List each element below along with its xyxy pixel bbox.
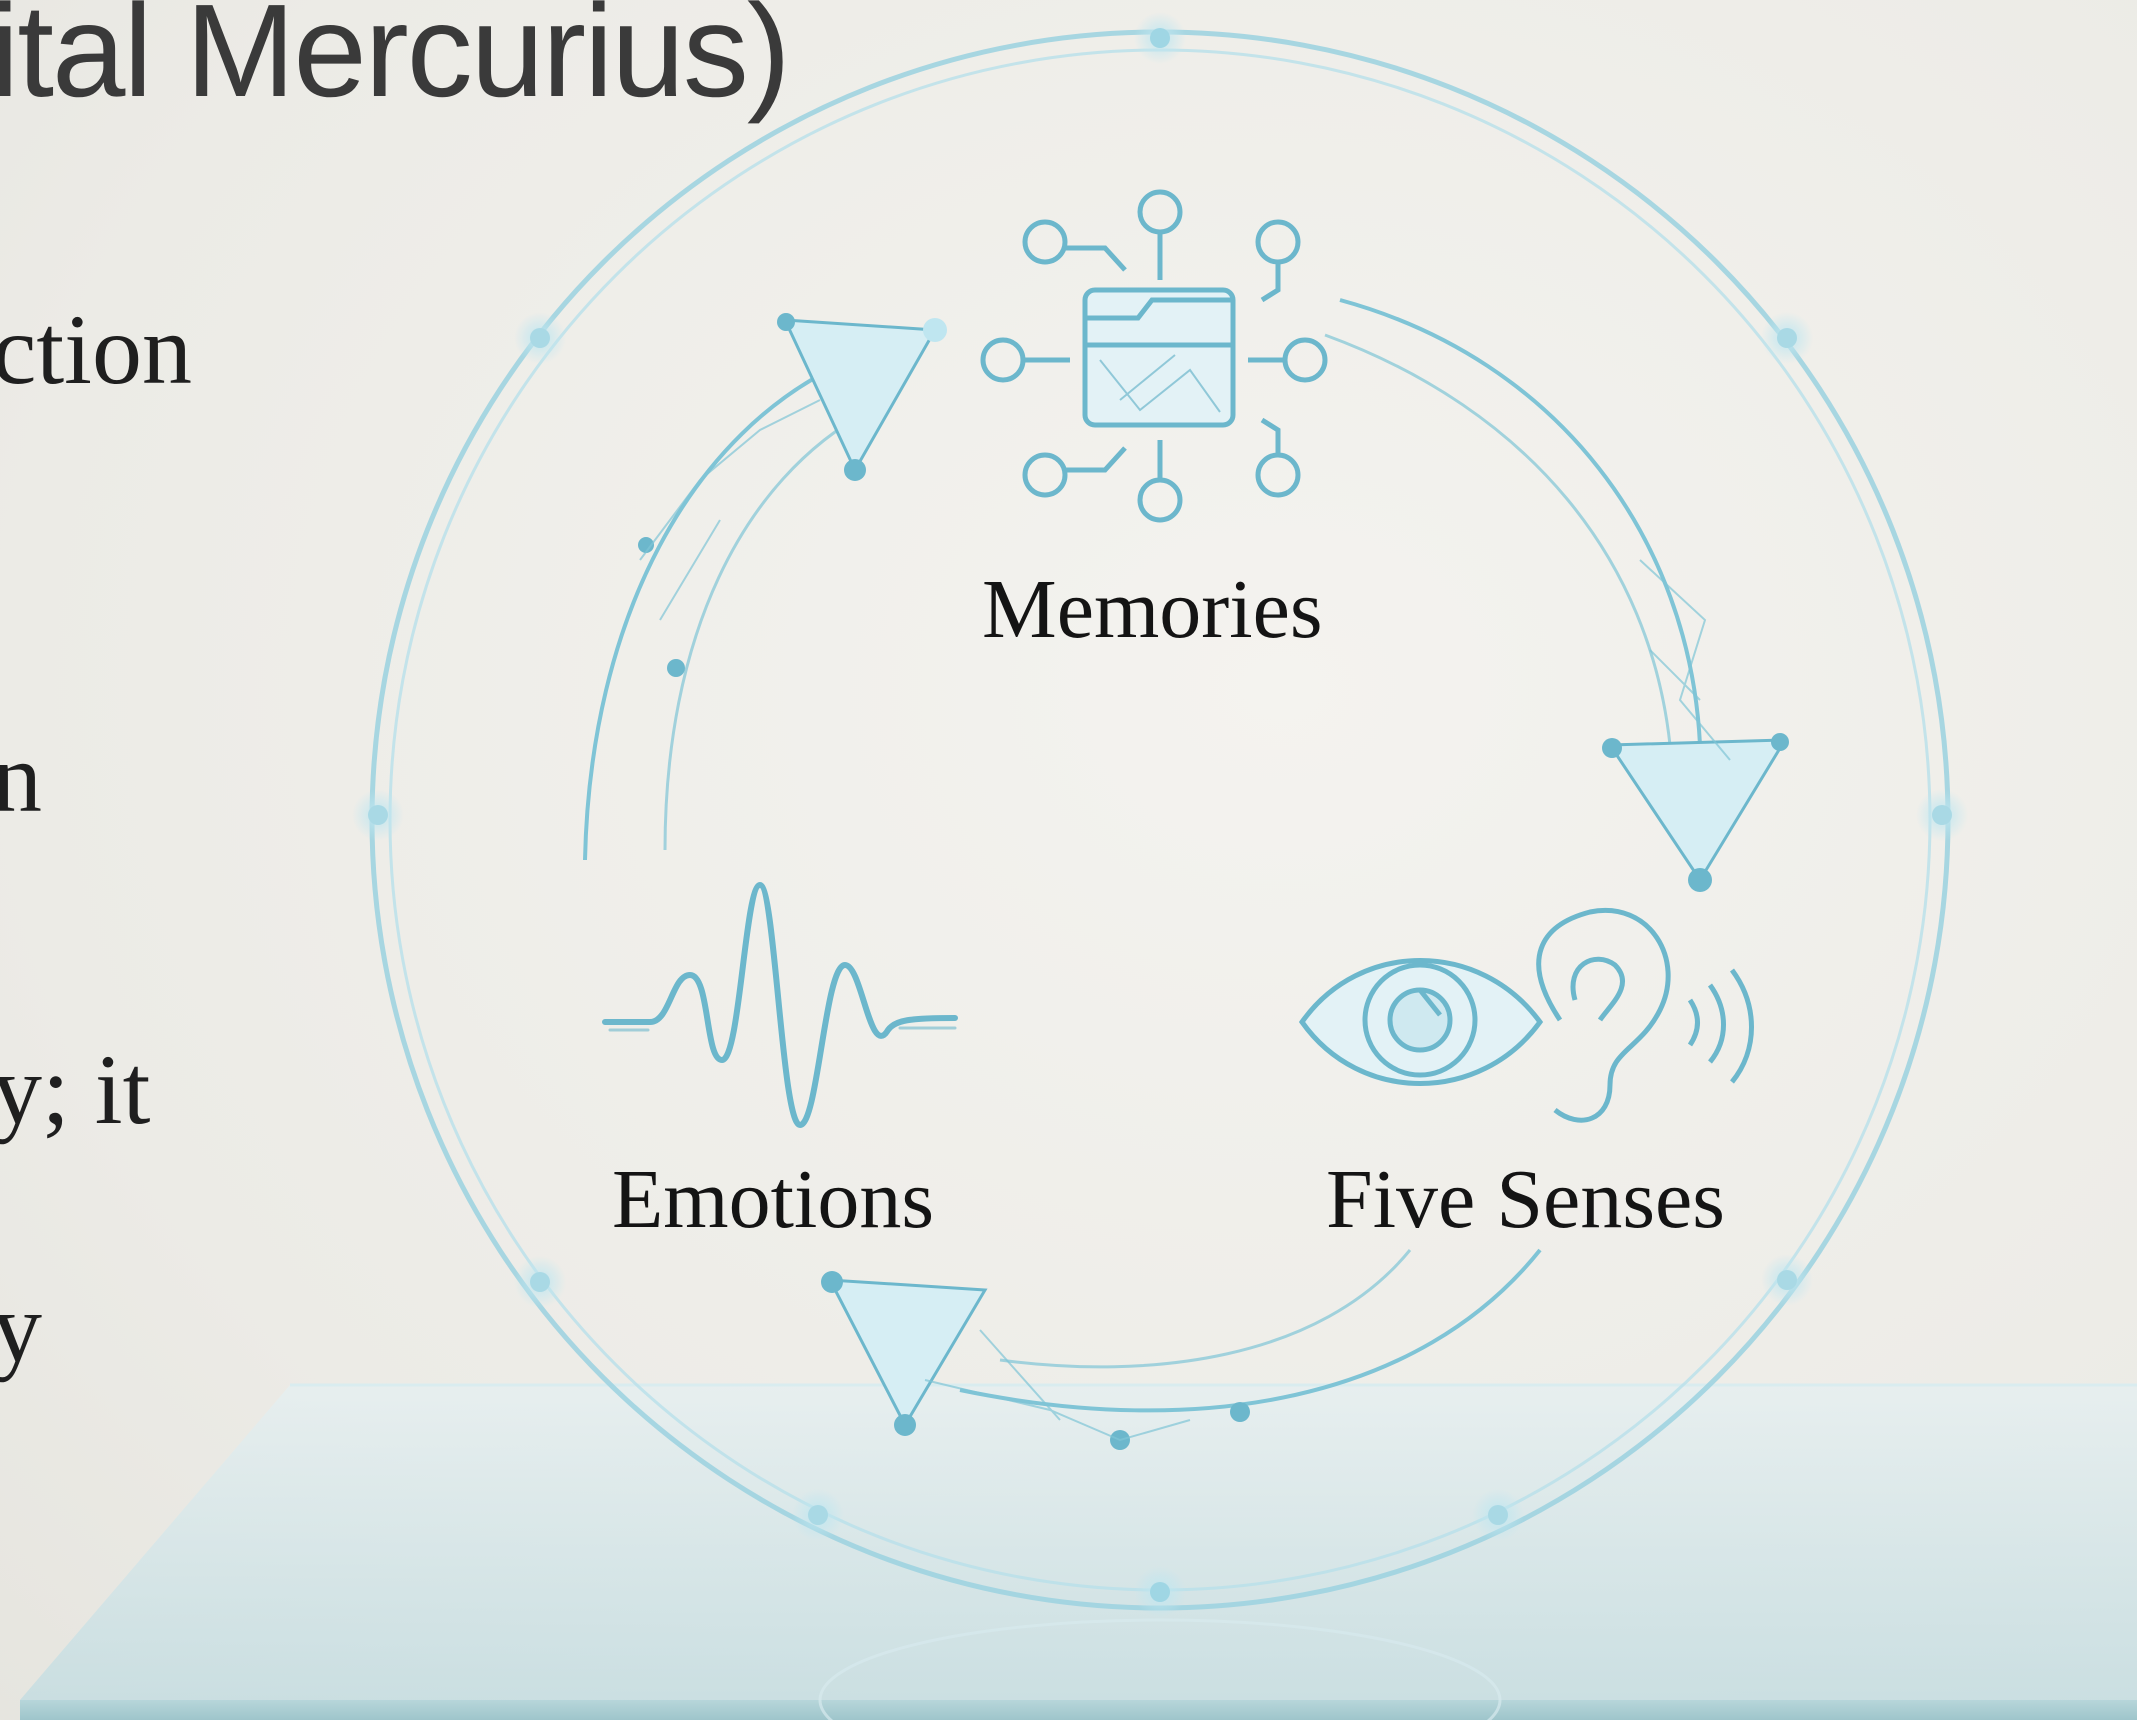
slide-text-fragment: y; it	[0, 1040, 150, 1140]
arrow-memories-to-five-senses	[1325, 300, 1789, 892]
eye-and-ear-icon	[1302, 910, 1752, 1120]
glass-platform	[20, 1385, 2137, 1720]
five-senses-label: Five Senses	[1326, 1158, 1725, 1242]
memories-label: Memories	[982, 568, 1323, 652]
slide-text-fragment: n	[0, 728, 42, 828]
slide-text-fragment: y	[0, 1278, 42, 1378]
slide-text-fragment: ction	[0, 300, 192, 400]
arrow-emotions-to-memories	[585, 313, 947, 860]
waveform-icon	[605, 885, 955, 1125]
memory-network-folder-icon	[983, 192, 1325, 520]
slide-title: ital Mercurius)	[0, 0, 789, 123]
emotions-label: Emotions	[612, 1158, 934, 1242]
